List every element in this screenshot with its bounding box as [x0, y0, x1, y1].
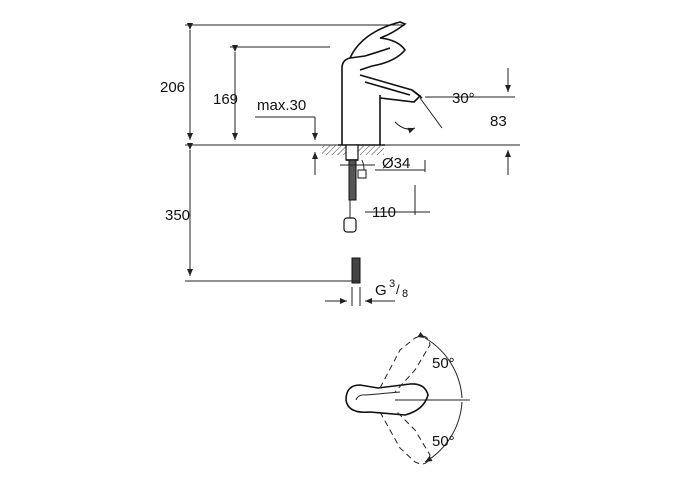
dim-diameter-label: Ø34: [382, 155, 410, 172]
dimension-350: 350: [165, 143, 360, 282]
dim-110-label: 110: [372, 204, 396, 221]
thread-label-num: 3: [389, 278, 395, 290]
rotation-right-label: 50°: [432, 433, 455, 450]
dimension-83: 83: [490, 68, 511, 175]
thread-label-g: G: [375, 282, 387, 299]
dimension-diameter: Ø34: [340, 155, 426, 172]
faucet-body: [338, 21, 423, 146]
rotation-left-label: 50°: [432, 355, 455, 372]
dim-206-label: 206: [160, 79, 185, 96]
dimension-110: 110: [365, 185, 430, 221]
dimension-169: 169: [213, 45, 330, 140]
thread-label-den: 8: [402, 288, 408, 300]
dim-169-label: 169: [213, 91, 238, 108]
top-view: 50° 50°: [345, 331, 470, 465]
dim-max30-label: max.30: [257, 97, 306, 114]
dim-350-label: 350: [165, 207, 190, 224]
dimension-30-angle: 30°: [394, 90, 515, 134]
dimension-thread: G 3 / 8: [325, 278, 408, 306]
svg-text:/: /: [396, 282, 400, 297]
dim-83-label: 83: [490, 113, 507, 130]
dimension-max-thickness: max.30: [255, 97, 318, 175]
dimension-206: 206: [160, 23, 405, 140]
mounting-assembly: [322, 144, 384, 284]
dim-30-label: 30°: [452, 90, 475, 107]
